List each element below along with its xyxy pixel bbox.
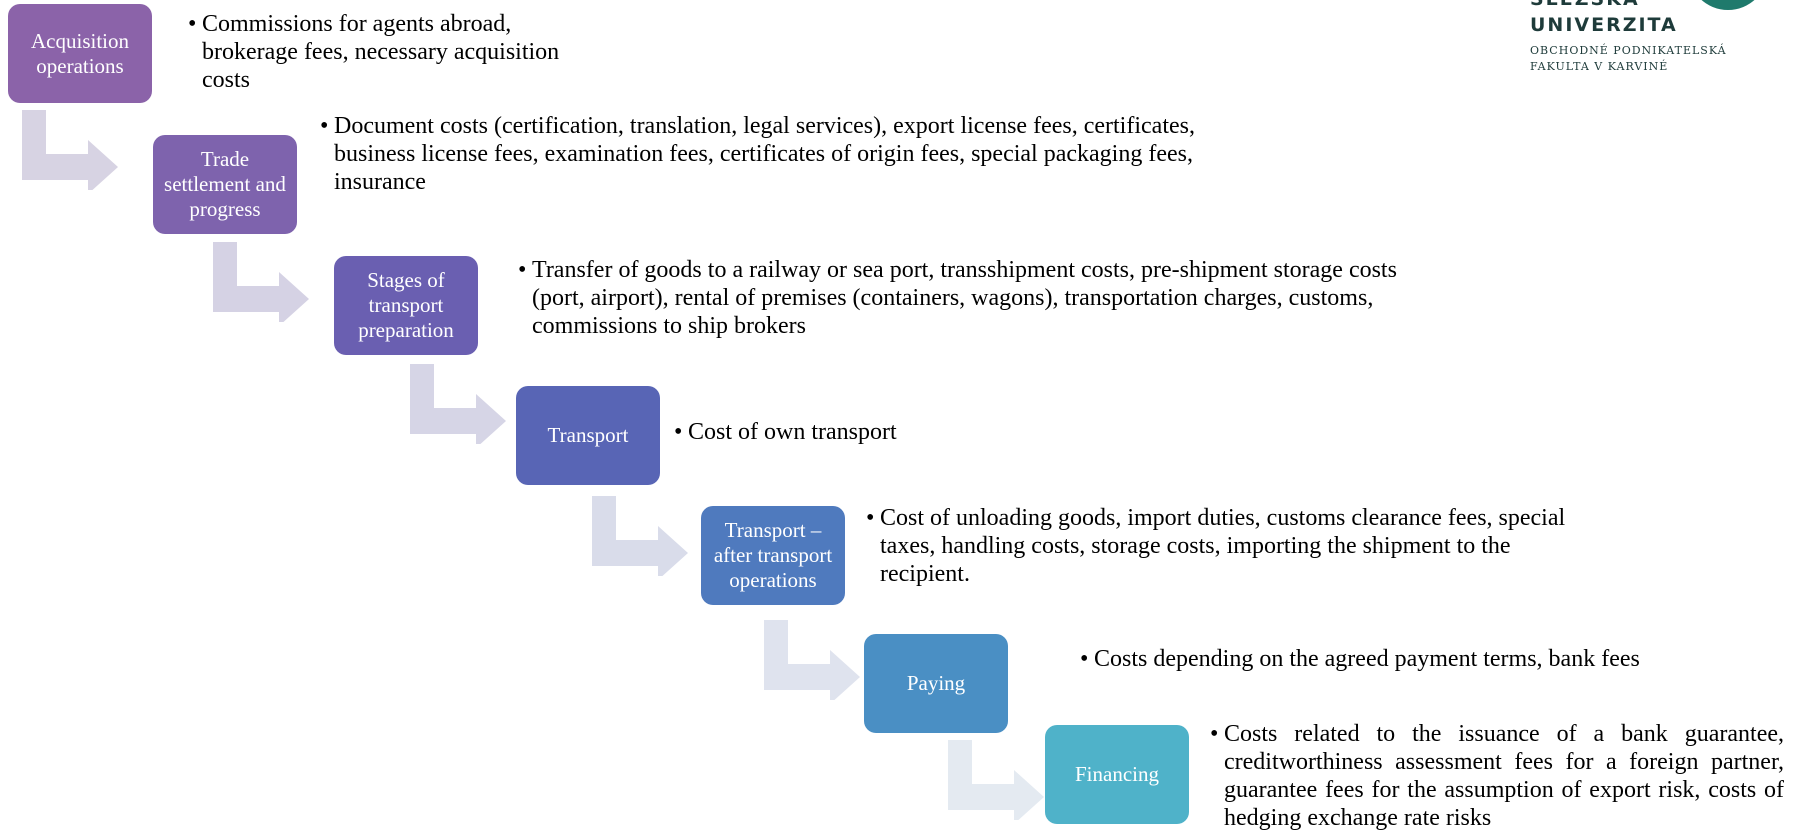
arrow-2-shape: [213, 242, 309, 322]
desc-text-3: Transfer of goods to a railway or sea po…: [532, 257, 1397, 339]
bullet-2: •: [320, 113, 329, 139]
university-logo: SLEZSKÁ UNIVERZITA OBCHODNÉ PODNIKATELSK…: [1494, 0, 1794, 80]
bullet-3: •: [518, 257, 527, 283]
desc-text-6: Costs depending on the agreed payment te…: [1094, 646, 1640, 672]
step-desc-after-transport: • Cost of unloading goods, import duties…: [866, 504, 1606, 588]
desc-text-7: Costs related to the issuance of a bank …: [1224, 721, 1784, 831]
bullet-4: •: [674, 419, 683, 445]
bullet-5: •: [866, 505, 875, 531]
step-desc-trade-settlement: • Document costs (certification, transla…: [320, 112, 1200, 196]
step-desc-transport-preparation: • Transfer of goods to a railway or sea …: [518, 256, 1453, 340]
arrow-5-shape: [764, 620, 860, 700]
bullet-7: •: [1210, 721, 1219, 747]
arrow-2: [213, 242, 309, 322]
step-box-trade-settlement: Trade settlement and progress: [153, 135, 297, 234]
arrow-1-shape: [22, 110, 118, 190]
desc-text-5: Cost of unloading goods, import duties, …: [880, 505, 1566, 587]
arrow-6: [948, 740, 1044, 820]
arrow-3: [410, 364, 506, 444]
arrow-5: [764, 620, 860, 700]
arrow-4: [592, 496, 688, 576]
logo-line-4: FAKULTA V KARVINÉ: [1530, 60, 1669, 73]
step-box-transport: Transport: [516, 386, 660, 485]
arrow-4-shape: [592, 496, 688, 576]
desc-text-1: Commissions for agents abroad, brokerage…: [202, 11, 560, 93]
step-desc-paying: • Costs depending on the agreed payment …: [1080, 645, 1720, 673]
logo-line-2: UNIVERZITA: [1530, 14, 1678, 36]
logo-line-1: SLEZSKÁ: [1530, 0, 1640, 10]
arrow-3-shape: [410, 364, 506, 444]
step-box-paying: Paying: [864, 634, 1008, 733]
step-box-after-transport: Transport – after transport operations: [701, 506, 845, 605]
desc-text-2: Document costs (certification, translati…: [334, 113, 1195, 195]
desc-text-4: Cost of own transport: [688, 419, 897, 445]
logo-line-3: OBCHODNÉ PODNIKATELSKÁ: [1530, 44, 1727, 57]
arrow-1: [22, 110, 118, 190]
bullet-6: •: [1080, 646, 1089, 672]
step-desc-transport: • Cost of own transport: [674, 418, 1074, 446]
step-desc-acquisition: • Commissions for agents abroad, brokera…: [188, 10, 588, 94]
arrow-6-shape: [948, 740, 1044, 820]
logo-emblem-icon: [1688, 0, 1768, 10]
step-box-acquisition: Acquisition operations: [8, 4, 152, 103]
step-desc-financing: • Costs related to the issuance of a ban…: [1210, 720, 1784, 832]
step-box-financing: Financing: [1045, 725, 1189, 824]
step-box-transport-preparation: Stages of transport preparation: [334, 256, 478, 355]
bullet-1: •: [188, 11, 197, 37]
